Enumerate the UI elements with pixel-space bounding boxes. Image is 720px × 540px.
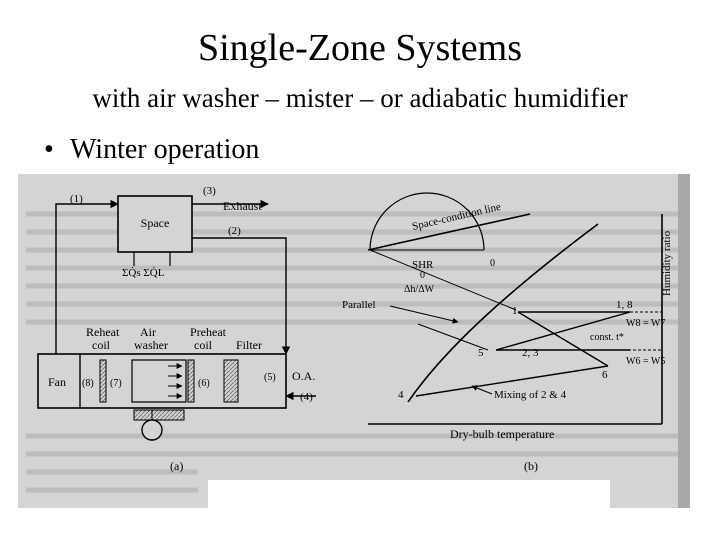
dry-bulb-label: Dry-bulb temperature <box>450 427 554 441</box>
w8-equals-w7-label: W8 = W7 <box>626 318 665 329</box>
supply-duct <box>55 199 119 354</box>
point-1-8-label: 1, 8 <box>616 299 633 311</box>
filter-label: Filter <box>236 338 262 352</box>
washer-label: washer <box>134 338 168 352</box>
air-handler-casing <box>37 353 287 409</box>
preheat-coil <box>187 359 195 403</box>
dh-dw-label: Δh/ΔW <box>404 284 435 295</box>
state-point-2: (2) <box>228 225 241 237</box>
loads-label: ΣQ̇s ΣQ̇L <box>122 267 165 279</box>
shr-zero-label: 0 <box>420 270 425 281</box>
shr-label: SHR <box>412 259 434 271</box>
space-to-6-line <box>517 311 609 367</box>
state-point-1: (1) <box>70 193 83 205</box>
slide-title: Single-Zone Systems <box>197 27 523 69</box>
space-box <box>117 195 193 253</box>
return-duct <box>192 237 291 355</box>
water-sump <box>133 409 185 421</box>
space-condition-line <box>367 213 531 251</box>
mixing-line <box>415 365 609 397</box>
recirculation-pump <box>141 419 163 441</box>
state-point-5: (5) <box>264 372 276 383</box>
shr-protractor <box>369 192 485 251</box>
outdoor-air-label: O.A. <box>292 369 315 383</box>
figure-b-caption: (b) <box>524 459 538 473</box>
parallel-guide-line <box>369 249 517 311</box>
bullet-item: • Winter operation <box>44 133 259 167</box>
point-1-label: 1 <box>512 305 518 317</box>
state-point-8: (8) <box>82 378 94 389</box>
shr-inf-label: 0 <box>490 258 495 269</box>
state-point-3: (3) <box>203 185 216 197</box>
point-6-label: 6 <box>602 369 608 381</box>
bullet-text: Winter operation <box>70 134 260 165</box>
bullet-dot: • <box>44 134 54 165</box>
parallel-arrow <box>389 305 459 324</box>
mixing-label: Mixing of 2 & 4 <box>494 389 567 401</box>
spray-nozzles <box>168 363 183 399</box>
preheat-coil-label: coil <box>194 338 213 352</box>
air-label: Air <box>140 325 156 339</box>
reheat-coil-label: coil <box>92 338 111 352</box>
const-t-label: const. t* <box>590 332 624 343</box>
air-washer-chamber <box>131 359 187 403</box>
figure-svg: Space (1) (3) Exhaust (2) ΣQ̇s ΣQ̇L Rehe… <box>18 174 690 508</box>
point-2-3-label: 2, 3 <box>522 347 539 359</box>
mixing-label-arrow <box>471 385 493 395</box>
whiteout-patch <box>208 480 610 508</box>
schematic-a: Space (1) (3) Exhaust (2) ΣQ̇s ΣQ̇L Rehe… <box>37 185 316 473</box>
scanned-figure: Space (1) (3) Exhaust (2) ΣQ̇s ΣQ̇L Rehe… <box>18 174 690 508</box>
slide-subtitle: with air washer – mister – or adiabatic … <box>92 83 628 113</box>
washer-process-line <box>495 311 631 351</box>
filter <box>223 359 239 403</box>
state-point-6: (6) <box>198 378 210 389</box>
reheat-label: Reheat <box>86 325 120 339</box>
outdoor-air-guide <box>417 323 489 351</box>
state-point-7: (7) <box>110 378 122 389</box>
exhaust-label: Exhaust <box>223 199 262 213</box>
figure-a-caption: (a) <box>170 459 183 473</box>
state-point-4: (4) <box>300 391 313 403</box>
space-label: Space <box>141 216 170 230</box>
preheat-label: Preheat <box>190 325 227 339</box>
parallel-label: Parallel <box>342 299 376 311</box>
point-5-label: 5 <box>478 347 484 359</box>
saturation-curve <box>407 223 599 403</box>
scan-edge <box>678 174 690 508</box>
fan-label: Fan <box>48 375 66 389</box>
w6-equals-w5-label: W6 = W5 <box>626 356 665 367</box>
reheat-coil <box>99 359 107 403</box>
humidity-ratio-label: Humidity ratio <box>661 230 673 296</box>
point-4-label: 4 <box>398 389 404 401</box>
